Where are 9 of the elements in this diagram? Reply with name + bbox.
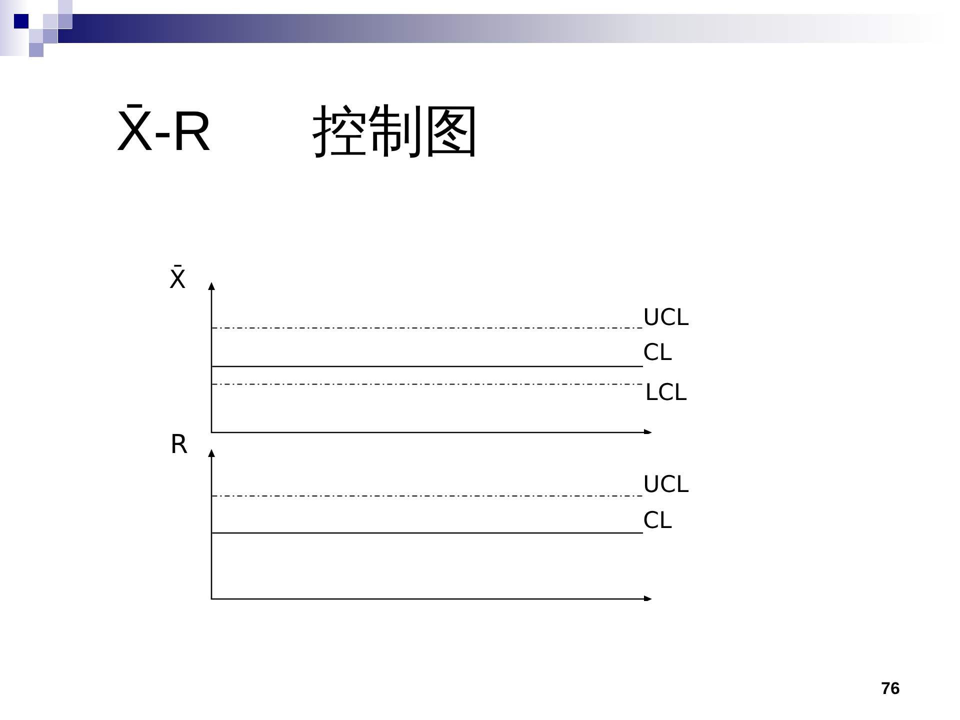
page-number: 76 <box>881 679 900 700</box>
limit-label: CL <box>643 340 672 368</box>
axis-label: R <box>170 430 188 462</box>
limit-label: LCL <box>645 380 687 408</box>
limit-label: UCL <box>643 472 689 500</box>
slide-title: X̄-R 控制图 <box>116 98 480 164</box>
limit-label: CL <box>643 508 672 536</box>
axis-label: X̄ <box>169 264 186 296</box>
limit-label: UCL <box>643 304 689 332</box>
